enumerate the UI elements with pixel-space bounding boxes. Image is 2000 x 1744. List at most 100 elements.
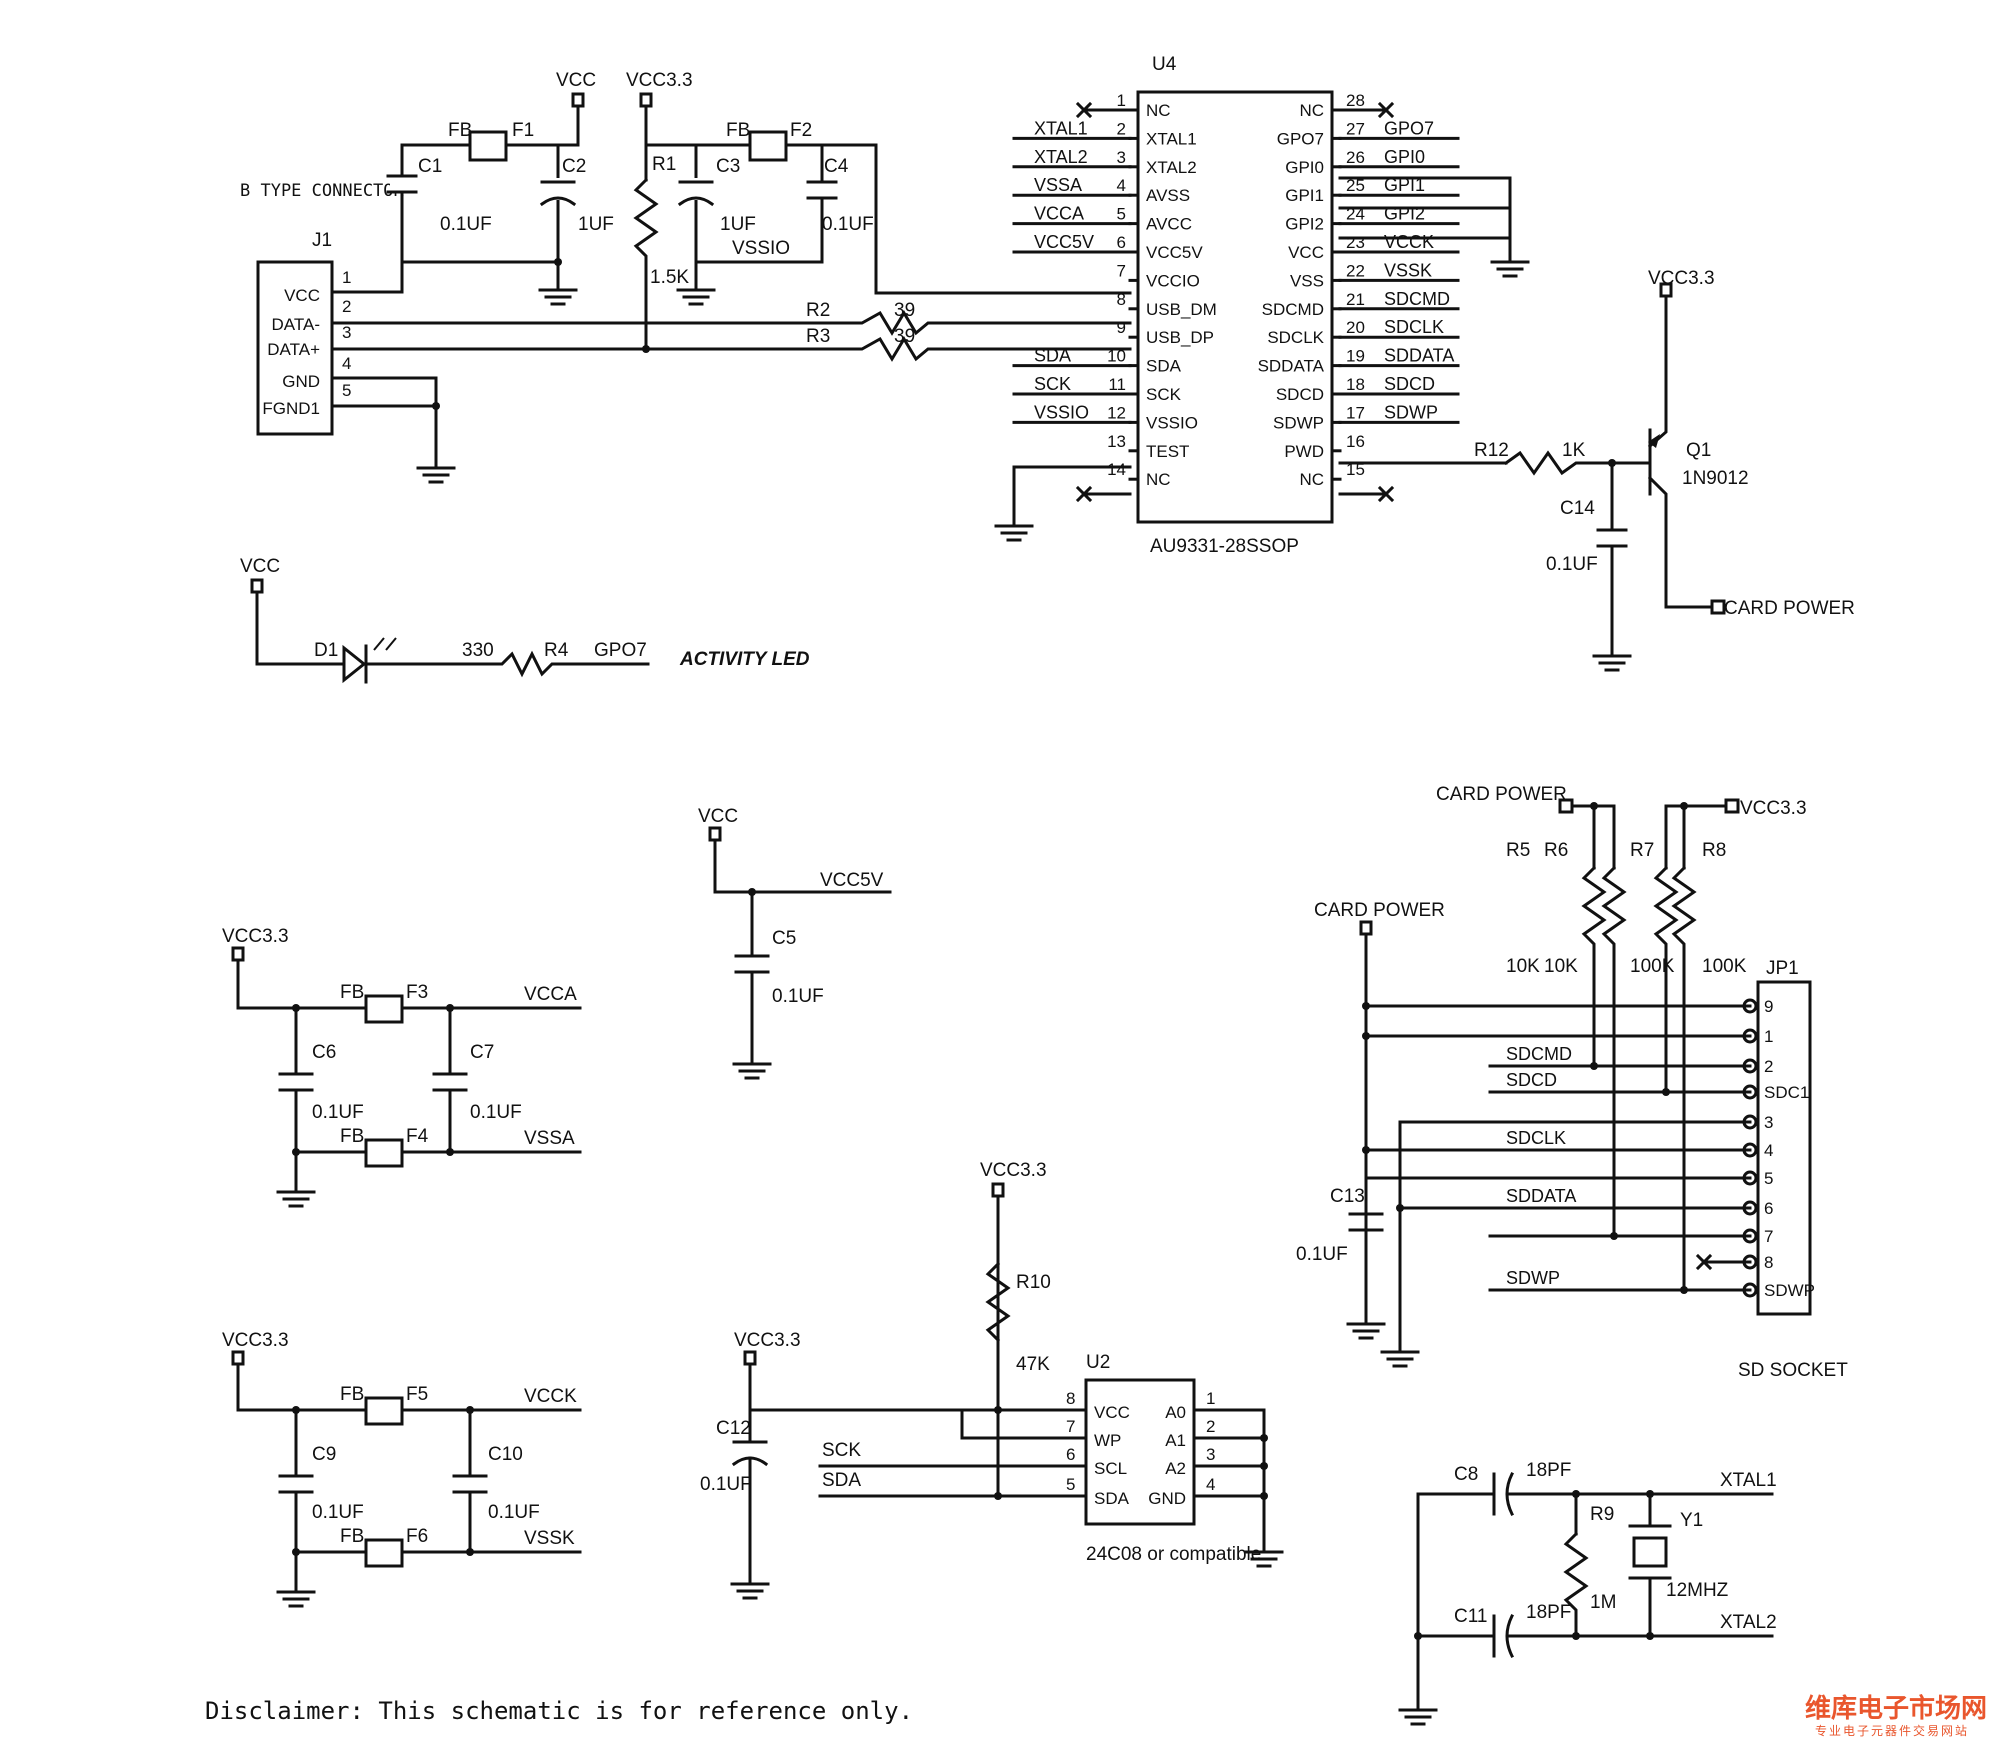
svg-text:0.1UF: 0.1UF — [822, 214, 874, 235]
u4-right-pin-number: 17 — [1346, 403, 1365, 422]
u4-right-pin-number: 15 — [1346, 460, 1365, 479]
jp1-pin-label: 7 — [1764, 1227, 1773, 1246]
svg-text:C12: C12 — [716, 1418, 751, 1439]
svg-text:SCK: SCK — [822, 1440, 861, 1461]
u4-left-pin-name: VSSIO — [1146, 413, 1198, 432]
svg-text:F1: F1 — [512, 120, 534, 141]
svg-text:1UF: 1UF — [720, 214, 756, 235]
svg-text:GND: GND — [1148, 1489, 1186, 1508]
svg-text:2: 2 — [342, 297, 351, 316]
svg-text:R6: R6 — [1544, 840, 1568, 861]
svg-text:0.1UF: 0.1UF — [772, 986, 824, 1007]
svg-text:39: 39 — [894, 326, 915, 347]
svg-text:C4: C4 — [824, 156, 849, 177]
svg-text:AU9331-28SSOP: AU9331-28SSOP — [1150, 536, 1299, 557]
jp1-net-label: SDCD — [1506, 1070, 1557, 1090]
jp1-pin-label: 3 — [1764, 1113, 1773, 1132]
svg-text:CARD POWER: CARD POWER — [1436, 784, 1567, 805]
u4-left-net-label: VSSA — [1034, 175, 1082, 195]
u4-right-pin-name: SDCMD — [1262, 300, 1324, 319]
u4-right-net-label: VSSK — [1384, 260, 1432, 280]
u4-right-pin-name: GPO7 — [1277, 129, 1324, 148]
u4-left-net-label: SCK — [1034, 374, 1071, 394]
svg-text:FB: FB — [726, 120, 750, 141]
c2-capacitor: C2 1UF — [539, 156, 614, 235]
u4-left-pin-name: XTAL1 — [1146, 129, 1197, 148]
u4-left-pin-name: NC — [1146, 101, 1171, 120]
activity-led-circuit: VCC D1 330 R4 GPO7 ACTIVITY LED — [240, 556, 810, 684]
u4-left-pin-name: USB_DP — [1146, 328, 1214, 347]
svg-text:ACTIVITY LED: ACTIVITY LED — [679, 649, 810, 670]
u4-right-pin-number: 19 — [1346, 347, 1365, 366]
usb-wiring — [330, 106, 1132, 470]
u4-left-pin-name: XTAL2 — [1146, 158, 1197, 177]
watermark-tagline: 专业电子元器件交易网站 — [1815, 1724, 1970, 1738]
svg-text:3: 3 — [342, 323, 351, 342]
svg-text:18PF: 18PF — [1526, 1602, 1571, 1623]
svg-text:VCC3.3: VCC3.3 — [626, 70, 693, 91]
u4-right-pin-name: VCC — [1288, 243, 1324, 262]
svg-text:FB: FB — [340, 982, 364, 1003]
svg-text:F6: F6 — [406, 1526, 428, 1547]
u4-left-net-label: VCC5V — [1034, 232, 1094, 252]
svg-text:2: 2 — [1206, 1417, 1215, 1436]
svg-text:DATA-: DATA- — [272, 315, 320, 334]
svg-text:C3: C3 — [716, 156, 740, 177]
u4-left-pin-number: 11 — [1108, 375, 1126, 394]
u4-right-pin-number: 16 — [1346, 432, 1365, 451]
u4-right-pin-name: SDDATA — [1258, 357, 1325, 376]
svg-text:R9: R9 — [1590, 1504, 1614, 1525]
r1-resistor: R1 1.5K — [650, 154, 689, 288]
fb2-ferrite-bead: FB F2 — [726, 120, 812, 162]
svg-text:4: 4 — [342, 354, 351, 373]
svg-text:VCC: VCC — [698, 806, 738, 827]
svg-text:CARD POWER: CARD POWER — [1314, 900, 1445, 921]
svg-text:0.1UF: 0.1UF — [440, 214, 492, 235]
svg-text:5: 5 — [1066, 1475, 1075, 1494]
u4-left-pin-number: 14 — [1107, 460, 1126, 479]
svg-text:0.1UF: 0.1UF — [312, 1102, 364, 1123]
svg-text:C7: C7 — [470, 1042, 494, 1063]
svg-text:R7: R7 — [1630, 840, 1654, 861]
svg-text:FB: FB — [340, 1526, 364, 1547]
u4-left-pin-number: 10 — [1107, 347, 1126, 366]
site-watermark: 维库电子市场网 专业电子元器件交易网站 — [1805, 1688, 1995, 1740]
svg-text:GPO7: GPO7 — [594, 640, 647, 661]
u4-right-pin-name: GPI2 — [1285, 215, 1324, 234]
vssio-label: VSSIO — [732, 238, 790, 259]
svg-text:0.1UF: 0.1UF — [470, 1102, 522, 1123]
c3-capacitor: C3 1UF — [677, 156, 756, 235]
svg-text:A1: A1 — [1165, 1431, 1186, 1450]
svg-text:R3: R3 — [806, 326, 830, 347]
svg-text:1K: 1K — [1562, 440, 1586, 461]
svg-text:Q1: Q1 — [1686, 440, 1711, 461]
svg-text:1: 1 — [1206, 1389, 1215, 1408]
svg-text:U4: U4 — [1152, 54, 1177, 75]
svg-text:J1: J1 — [312, 230, 332, 251]
svg-text:10K: 10K — [1544, 956, 1578, 977]
svg-text:VCC3.3: VCC3.3 — [1740, 798, 1807, 819]
svg-text:VCC: VCC — [1094, 1403, 1130, 1422]
svg-text:VCC: VCC — [240, 556, 280, 577]
svg-text:VCC5V: VCC5V — [820, 870, 884, 891]
svg-text:VSSA: VSSA — [524, 1128, 575, 1149]
u4-left-pin-name: TEST — [1146, 442, 1189, 461]
svg-text:100K: 100K — [1630, 956, 1675, 977]
svg-text:39: 39 — [894, 300, 915, 321]
r2-resistor: R2 39 — [806, 300, 915, 321]
jp1-pin-label: 8 — [1764, 1253, 1773, 1272]
fb1-ferrite-bead: FB F1 — [448, 120, 534, 162]
r3-resistor: R3 39 — [806, 326, 915, 347]
svg-text:6: 6 — [1066, 1445, 1075, 1464]
u4-left-pin-number: 2 — [1117, 119, 1126, 138]
svg-text:VCC: VCC — [284, 286, 320, 305]
u4-right-pin-name: GPI1 — [1285, 186, 1324, 205]
u4-left-net-label: XTAL2 — [1034, 147, 1088, 167]
jp1-pin-label: 5 — [1764, 1169, 1773, 1188]
svg-text:FB: FB — [340, 1126, 364, 1147]
u4-left-pin-number: 6 — [1117, 233, 1126, 252]
svg-text:C9: C9 — [312, 1444, 336, 1465]
svg-text:R12: R12 — [1474, 440, 1509, 461]
svg-text:VCC3.3: VCC3.3 — [1648, 268, 1715, 289]
svg-text:8: 8 — [1066, 1389, 1075, 1408]
